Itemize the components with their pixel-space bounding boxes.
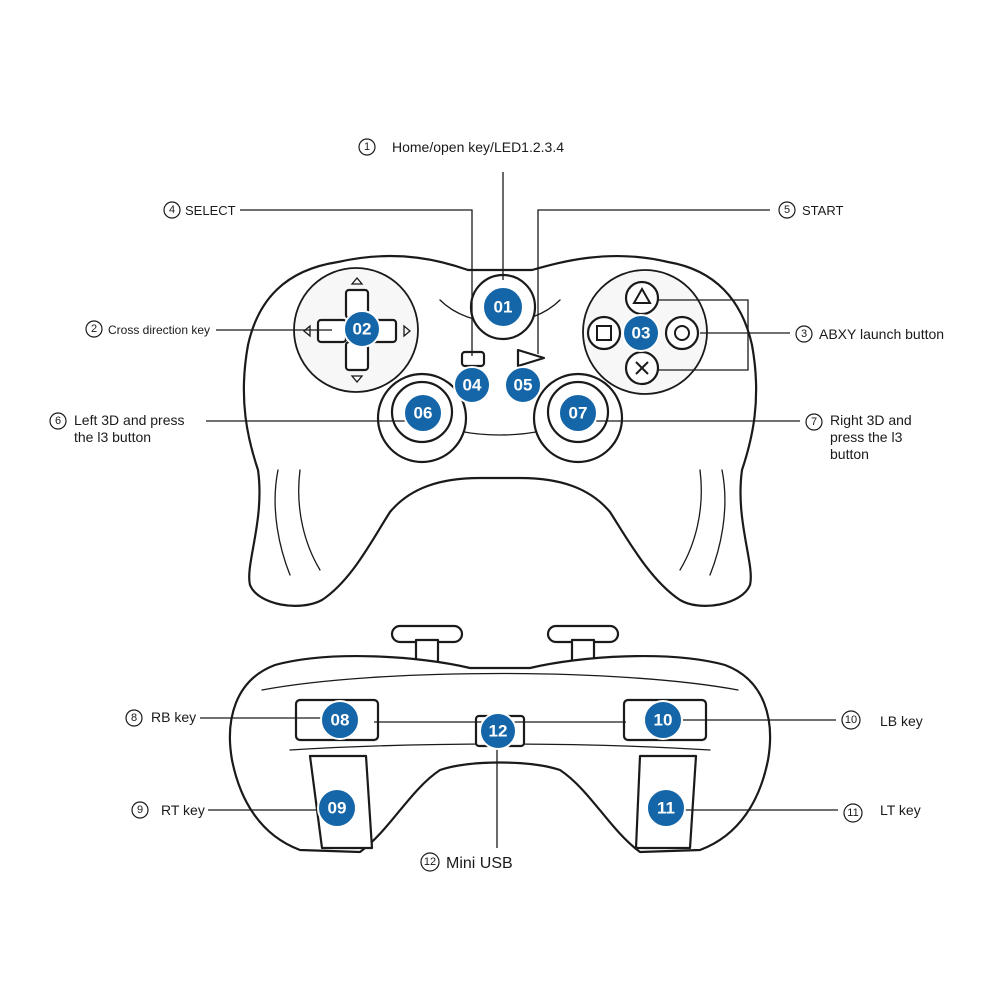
badge-09: 09 (317, 788, 357, 828)
svg-text:7: 7 (811, 416, 817, 428)
svg-text:1: 1 (364, 141, 370, 153)
badge-02: 02 (343, 310, 381, 348)
svg-text:10: 10 (845, 714, 857, 726)
svg-text:05: 05 (514, 376, 533, 395)
callout-6: 6 Left 3D and press the l3 button (49, 412, 185, 445)
callout-5: 5 START (778, 201, 843, 219)
circle-icon (674, 325, 690, 341)
svg-text:9: 9 (137, 804, 143, 816)
body-contour-right (679, 469, 726, 576)
svg-text:6: 6 (55, 415, 61, 427)
svg-text:02: 02 (353, 320, 372, 339)
svg-text:04: 04 (463, 376, 482, 395)
callout-3: 3 ABXY launch button (795, 325, 944, 343)
badge-08: 08 (320, 700, 360, 740)
callout-4: 4 SELECT (163, 201, 236, 219)
callout-9: 9 RT key (131, 801, 205, 819)
svg-text:11: 11 (847, 807, 858, 819)
badge-12: 12 (479, 712, 517, 750)
callout-7: 7 Right 3D and press the l3 button (805, 412, 912, 462)
svg-text:09: 09 (328, 799, 347, 818)
badge-07: 07 (558, 393, 598, 433)
callout-10: 10 LB key (841, 710, 923, 730)
badge-11: 11 (646, 788, 686, 828)
svg-text:10: 10 (654, 711, 673, 730)
leader-lines (200, 172, 838, 848)
svg-text:Right 3D and: Right 3D and (830, 412, 912, 428)
body-contour-left (274, 469, 321, 576)
button-triangle[interactable] (624, 280, 660, 316)
select-button[interactable] (460, 350, 486, 368)
svg-text:06: 06 (414, 404, 433, 423)
badge-04: 04 (453, 366, 491, 404)
svg-text:Left 3D and press: Left 3D and press (74, 412, 185, 428)
svg-text:01: 01 (494, 298, 513, 317)
svg-text:4: 4 (169, 204, 175, 216)
svg-text:SELECT: SELECT (185, 203, 236, 218)
button-square[interactable] (586, 315, 622, 351)
start-button[interactable] (516, 348, 546, 368)
svg-text:press the l3: press the l3 (830, 429, 903, 445)
badge-06: 06 (403, 393, 443, 433)
badge-10: 10 (643, 700, 683, 740)
svg-text:RT key: RT key (161, 802, 205, 818)
svg-text:START: START (802, 203, 843, 218)
svg-text:LT key: LT key (880, 802, 921, 818)
svg-text:ABXY launch button: ABXY launch button (819, 326, 944, 342)
svg-text:3: 3 (801, 328, 807, 340)
svg-text:12: 12 (489, 722, 508, 741)
square-icon (596, 325, 612, 341)
cross-icon (635, 361, 649, 375)
svg-text:button: button (830, 446, 869, 462)
svg-text:LB key: LB key (880, 713, 923, 729)
triangle-icon (632, 286, 652, 304)
svg-text:12: 12 (424, 856, 436, 868)
badge-01: 01 (482, 286, 524, 328)
badge-03: 03 (622, 314, 660, 352)
callout-12: 12 Mini USB (420, 852, 513, 872)
svg-text:Mini USB: Mini USB (446, 855, 513, 872)
svg-text:Home/open key/LED1.2.3.4: Home/open key/LED1.2.3.4 (392, 139, 564, 155)
button-cross[interactable] (624, 350, 660, 386)
callout-11: 11 LT key (843, 802, 921, 823)
callout-2: 2 Cross direction key (85, 320, 210, 338)
badge-05: 05 (504, 366, 542, 404)
svg-text:8: 8 (131, 712, 137, 724)
svg-text:the l3 button: the l3 button (74, 429, 151, 445)
svg-text:11: 11 (657, 799, 675, 818)
dpad-arrow-icon (302, 276, 412, 384)
svg-text:5: 5 (784, 204, 790, 216)
button-circle[interactable] (664, 315, 700, 351)
svg-text:07: 07 (569, 404, 588, 423)
svg-text:Cross direction key: Cross direction key (108, 323, 210, 337)
svg-text:03: 03 (632, 324, 651, 343)
callout-1: 1 Home/open key/LED1.2.3.4 (358, 138, 564, 156)
svg-text:2: 2 (91, 323, 97, 335)
svg-text:08: 08 (331, 711, 350, 730)
svg-text:RB key: RB key (151, 709, 196, 725)
callout-8: 8 RB key (125, 709, 196, 727)
